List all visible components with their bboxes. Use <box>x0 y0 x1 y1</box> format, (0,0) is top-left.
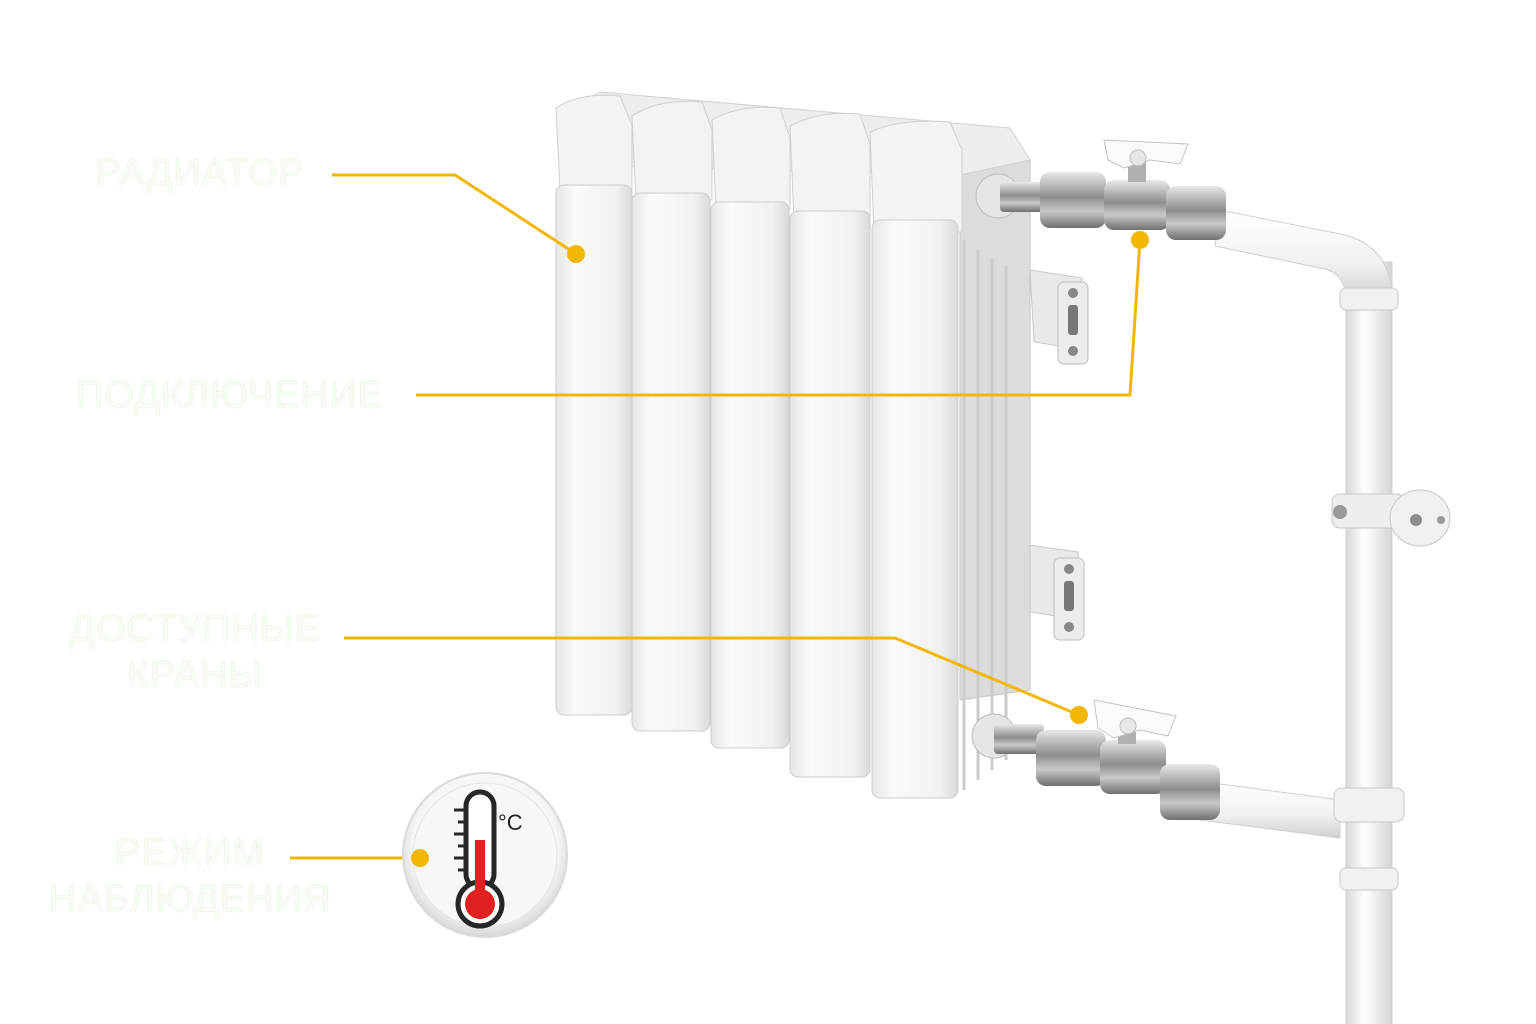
pipe-clamp <box>1331 489 1451 547</box>
wall-bracket-upper <box>1029 269 1089 365</box>
callout-dot-valves <box>1070 706 1088 724</box>
supply-pipes <box>1199 209 1451 1024</box>
callout-line-valves <box>344 636 1080 717</box>
lower-valve-handle <box>1093 699 1177 739</box>
callout-dot-connection <box>1131 231 1149 249</box>
radiator-top-fins <box>555 94 963 233</box>
label-monitoring-line2: НАБЛЮДЕНИЯ <box>48 878 332 920</box>
label-radiator: РАДИАТОР <box>70 150 330 196</box>
thermometer-icon <box>454 789 505 929</box>
upper-valve-handle <box>1103 139 1189 169</box>
callout-line-connection <box>416 239 1142 397</box>
wall-bracket-lower <box>1027 544 1085 641</box>
callout-line-radiator <box>332 173 577 256</box>
thermometer-badge: °C <box>402 772 568 938</box>
upper-valve <box>1000 139 1226 240</box>
label-radiator-text: РАДИАТОР <box>95 152 305 194</box>
label-monitoring: РЕЖИМ НАБЛЮДЕНИЯ <box>30 830 350 922</box>
label-valves-line1: ДОСТУПНЫЕ <box>69 608 321 650</box>
callout-dots <box>567 231 1149 724</box>
label-connection-text: ПОДКЛЮЧЕНИЕ <box>76 374 384 416</box>
callout-dot-monitoring <box>411 849 429 867</box>
label-valves-line2: КРАНЫ <box>126 654 264 696</box>
callout-lines <box>290 173 1142 860</box>
lower-valve <box>994 699 1220 820</box>
label-valves: ДОСТУПНЫЕ КРАНЫ <box>55 606 335 698</box>
callout-dot-radiator <box>567 245 585 263</box>
label-monitoring-line1: РЕЖИМ <box>115 832 265 874</box>
radiator <box>555 91 1031 799</box>
thermometer-unit: °C <box>498 810 523 835</box>
label-connection: ПОДКЛЮЧЕНИЕ <box>50 372 410 418</box>
